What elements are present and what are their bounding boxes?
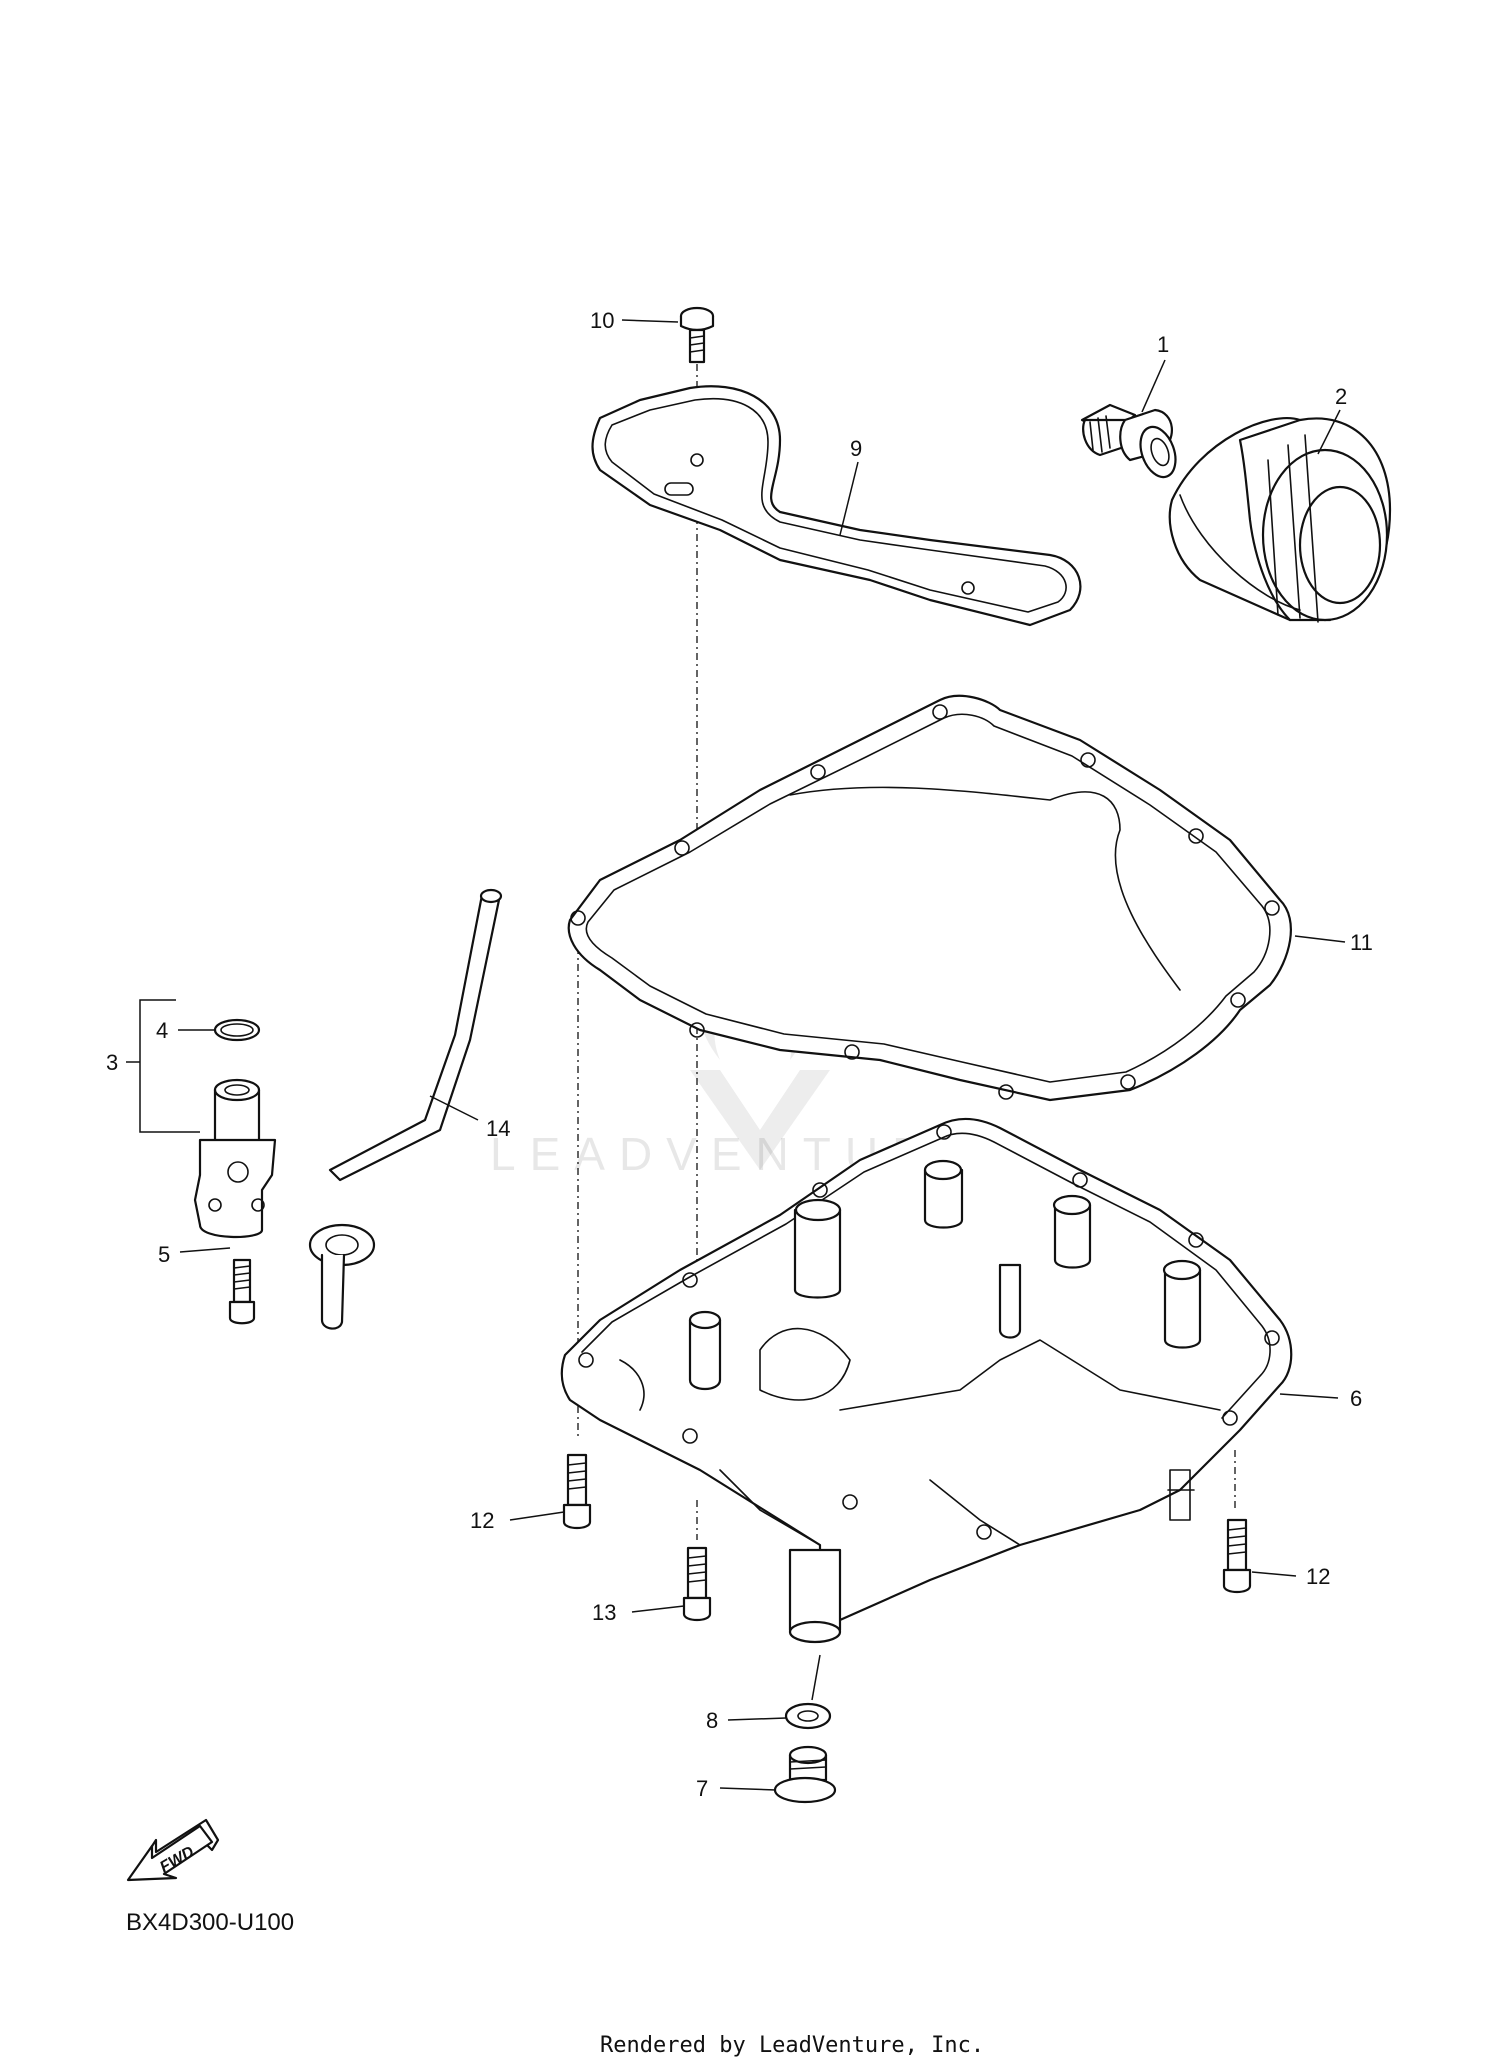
leader-8-pan bbox=[811, 1654, 821, 1701]
bolt-part-10 bbox=[679, 306, 715, 364]
leader-14 bbox=[429, 1095, 479, 1121]
leader-13 bbox=[631, 1605, 685, 1613]
union-bolt-part-1 bbox=[1080, 403, 1177, 479]
callout-10: 10 bbox=[590, 308, 614, 333]
diagram-code: BX4D300-U100 bbox=[126, 1909, 294, 1936]
strainer-assembly-part-3 bbox=[193, 1018, 277, 1238]
gasket-washer-part-8 bbox=[784, 1702, 832, 1730]
drain-bolt-part-7 bbox=[773, 1745, 837, 1804]
leader-9 bbox=[839, 461, 859, 536]
callout-12-left: 12 bbox=[470, 1508, 494, 1533]
callout-4: 4 bbox=[156, 1018, 168, 1043]
oil-pan-part-6 bbox=[560, 1117, 1293, 1644]
callout-7: 7 bbox=[696, 1776, 708, 1801]
leader-5 bbox=[179, 1247, 231, 1253]
leader-11 bbox=[1294, 935, 1346, 943]
leader-1 bbox=[1141, 359, 1166, 413]
leader-3-bracket bbox=[126, 999, 200, 1133]
callout-8: 8 bbox=[706, 1708, 718, 1733]
leader-2 bbox=[1317, 409, 1341, 455]
fwd-arrow-icon: FWD bbox=[126, 1818, 220, 1882]
leader-7 bbox=[719, 1787, 777, 1791]
bolt-part-12-right bbox=[1222, 1518, 1252, 1594]
leader-12-left bbox=[509, 1511, 565, 1521]
oil-filter-part-2 bbox=[1168, 417, 1392, 623]
bolt-part-5 bbox=[228, 1258, 256, 1325]
leader-12-right bbox=[1251, 1571, 1297, 1577]
oil-pipe-part-14 bbox=[308, 888, 503, 1330]
callout-14: 14 bbox=[486, 1116, 510, 1141]
callout-1: 1 bbox=[1157, 332, 1169, 357]
bolt-part-13 bbox=[682, 1546, 712, 1622]
callout-11: 11 bbox=[1350, 930, 1373, 955]
footer-credit: Rendered by LeadVenture, Inc. bbox=[600, 2033, 984, 2058]
callout-6: 6 bbox=[1350, 1386, 1362, 1411]
leader-10 bbox=[621, 319, 679, 323]
strainer-gasket-part-9 bbox=[591, 385, 1082, 627]
callout-3: 3 bbox=[106, 1050, 118, 1075]
leader-8 bbox=[727, 1717, 787, 1721]
oil-pan-gasket-part-11 bbox=[567, 694, 1292, 1102]
leader-6 bbox=[1279, 1393, 1339, 1399]
callout-9: 9 bbox=[850, 436, 862, 461]
bolt-part-12-left bbox=[562, 1453, 592, 1530]
callout-13: 13 bbox=[592, 1600, 616, 1625]
callout-5: 5 bbox=[158, 1242, 170, 1267]
callout-12-right: 12 bbox=[1306, 1564, 1330, 1589]
callout-2: 2 bbox=[1335, 384, 1347, 409]
